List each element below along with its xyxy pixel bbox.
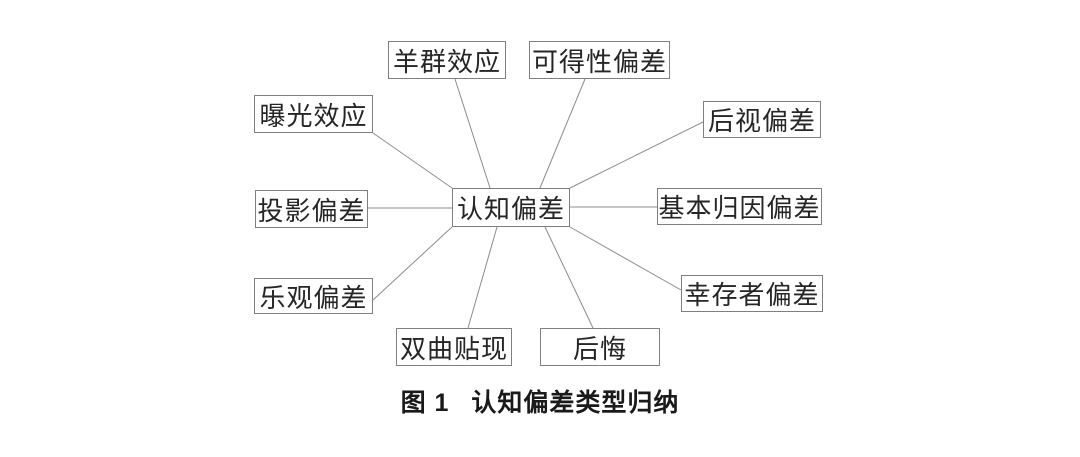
edge-cognitive-bias-to-exposure-effect — [372, 132, 453, 189]
edge-cognitive-bias-to-hyperbolic-discounting — [467, 226, 498, 329]
edge-cognitive-bias-to-availability-bias — [539, 78, 586, 189]
figure-caption: 图 1 认知偏差类型归纳 — [0, 383, 1080, 419]
node-survivorship-bias: 幸存者偏差 — [681, 275, 823, 312]
edge-cognitive-bias-to-herd-effect — [454, 78, 491, 189]
figure-caption-label: 图 1 — [400, 389, 450, 417]
edge-cognitive-bias-to-hindsight-bias — [569, 121, 704, 189]
edge-cognitive-bias-to-regret — [544, 226, 594, 329]
node-exposure-effect: 曝光效应 — [254, 95, 373, 133]
node-cognitive-bias: 认知偏差 — [452, 188, 570, 227]
edge-cognitive-bias-to-optimism-bias — [372, 226, 453, 301]
node-regret: 后悔 — [540, 328, 660, 366]
node-availability-bias: 可得性偏差 — [529, 41, 670, 79]
node-fundamental-attribution-bias: 基本归因偏差 — [657, 188, 822, 225]
node-hyperbolic-discounting: 双曲贴现 — [396, 328, 512, 366]
node-optimism-bias: 乐观偏差 — [254, 278, 373, 314]
figure-caption-title: 认知偏差类型归纳 — [471, 389, 680, 417]
node-hindsight-bias: 后视偏差 — [703, 101, 821, 138]
node-projection-bias: 投影偏差 — [255, 190, 368, 228]
node-herd-effect: 羊群效应 — [388, 41, 506, 79]
edge-cognitive-bias-to-survivorship-bias — [569, 226, 682, 291]
